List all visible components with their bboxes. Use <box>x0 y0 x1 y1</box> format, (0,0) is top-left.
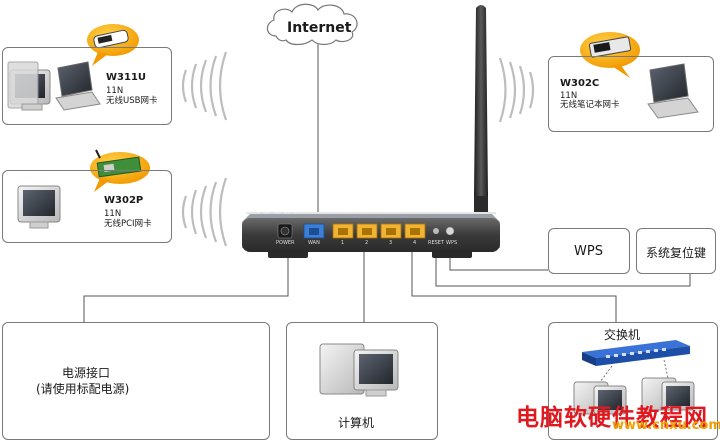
port-label-lan: 1 <box>341 240 345 246</box>
usb-adapter-bubble <box>87 24 139 66</box>
port-label-lan: 4 <box>413 240 417 246</box>
wifi-arcs-top-left <box>181 51 228 121</box>
pci-card-bubble <box>90 149 150 192</box>
internet-label: Internet <box>287 20 352 36</box>
device-box-pci <box>2 170 172 243</box>
pc-card-bubble <box>580 32 640 78</box>
callout-switch-label: 交换机 <box>604 328 641 342</box>
callout-power-note: (请使用标配电源) <box>36 382 130 396</box>
router <box>242 212 500 258</box>
device-type: 无线PCI网卡 <box>104 219 152 229</box>
computer-icon <box>319 343 399 397</box>
callout-power <box>2 322 270 440</box>
device-box-cardbus <box>548 56 714 132</box>
watermark: 电脑软硬件教程网 <box>516 405 708 431</box>
wifi-arcs-right <box>498 57 535 123</box>
device-spec: 11N <box>106 86 124 96</box>
device-model: W302P <box>104 195 144 206</box>
port-label-lan: 2 <box>365 240 369 246</box>
callout-computer <box>286 322 438 440</box>
device-spec: 11N <box>104 209 122 219</box>
port-label-wan: WAN <box>308 240 320 246</box>
port-label-reset: RESET <box>428 240 445 246</box>
internet-cloud <box>266 3 358 46</box>
watermark-url: www.cnxu.com <box>612 418 720 433</box>
port-label-lan: 3 <box>389 240 393 246</box>
callout-reset-label: 系统复位键 <box>646 246 707 260</box>
callout-computer-label: 计算机 <box>338 416 375 430</box>
desktop-pc-icon <box>17 185 61 229</box>
device-type: 无线笔记本网卡 <box>560 100 620 110</box>
callout-power-title: 电源接口 <box>62 366 111 380</box>
port-label-power: POWER <box>276 240 295 246</box>
desktop-pc-icon <box>7 61 51 111</box>
laptop-icon <box>55 61 101 111</box>
callout-switch <box>548 322 718 440</box>
callout-reset <box>636 228 716 274</box>
device-type: 无线USB网卡 <box>106 96 158 106</box>
callout-wps <box>548 228 630 274</box>
laptop-icon <box>647 63 699 119</box>
device-model: W302C <box>560 78 600 89</box>
switch-icon <box>582 340 690 366</box>
wifi-arcs-bottom-left <box>181 177 228 247</box>
device-model: W311U <box>106 72 147 83</box>
computer-icon <box>573 381 627 415</box>
port-label-wps: WPS <box>446 240 458 246</box>
router-antenna <box>474 5 488 220</box>
callout-wps-label: WPS <box>574 244 603 259</box>
device-box-usb <box>2 47 172 125</box>
computer-icon <box>641 377 695 411</box>
device-spec: 11N <box>560 91 578 101</box>
